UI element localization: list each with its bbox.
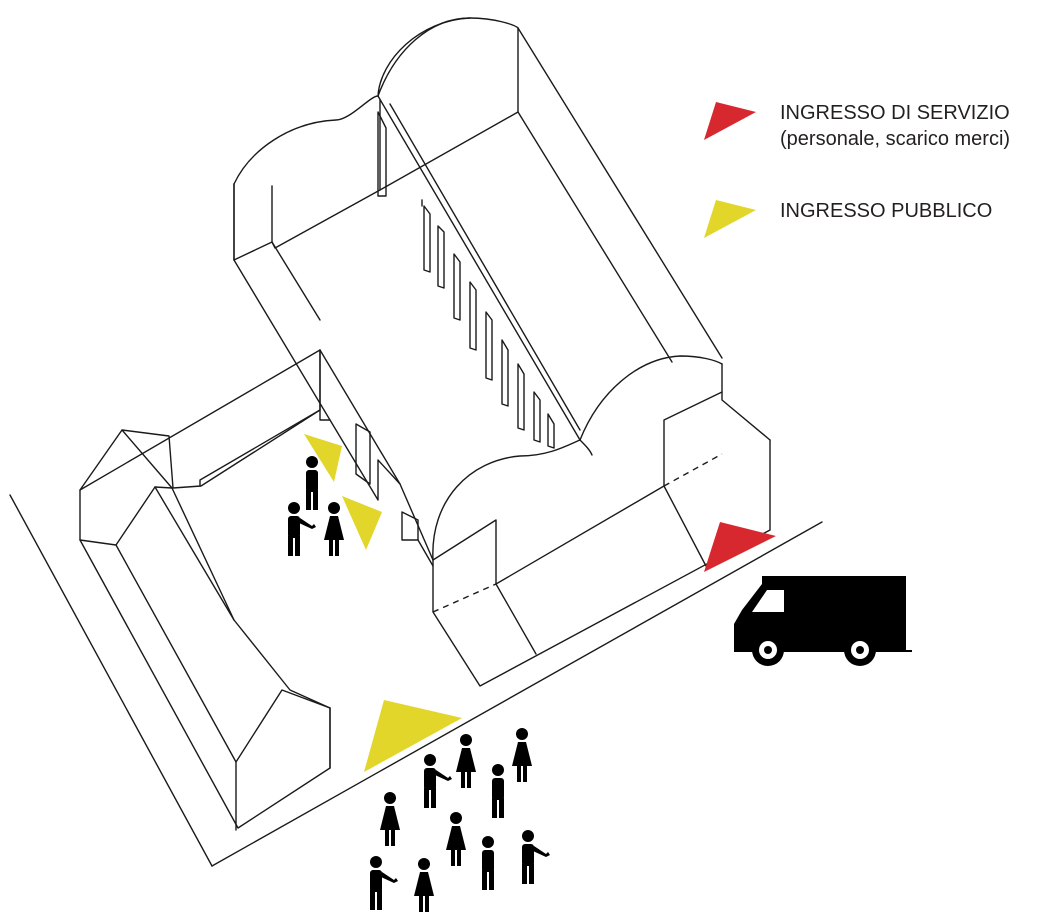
legend-service-line1: INGRESSO DI SERVIZIO bbox=[780, 102, 1010, 124]
service-entrance-marker bbox=[704, 522, 776, 572]
legend-service-label: INGRESSO DI SERVIZIO (personale, scarico… bbox=[780, 100, 1010, 152]
legend-service-line2: (personale, scarico merci) bbox=[780, 128, 1011, 150]
legend-public-line1: INGRESSO PUBBLICO bbox=[780, 200, 993, 222]
public-entrance-marker-courtyard-2 bbox=[342, 496, 382, 550]
main-hall-building bbox=[233, 17, 771, 687]
delivery-truck-icon bbox=[734, 576, 912, 666]
public-entrance-marker-street bbox=[364, 700, 462, 772]
public-entrance-marker-courtyard-1 bbox=[304, 434, 342, 482]
legend-service-entrance: INGRESSO DI SERVIZIO (personale, scarico… bbox=[704, 100, 1010, 152]
street bbox=[9, 494, 823, 867]
triangle-arrow-icon bbox=[704, 200, 756, 238]
people-street bbox=[370, 728, 550, 912]
legend-public-label: INGRESSO PUBBLICO bbox=[780, 198, 992, 224]
triangle-arrow-icon bbox=[704, 102, 756, 140]
annex-building bbox=[79, 349, 331, 831]
legend-public-entrance: INGRESSO PUBBLICO bbox=[704, 198, 992, 240]
